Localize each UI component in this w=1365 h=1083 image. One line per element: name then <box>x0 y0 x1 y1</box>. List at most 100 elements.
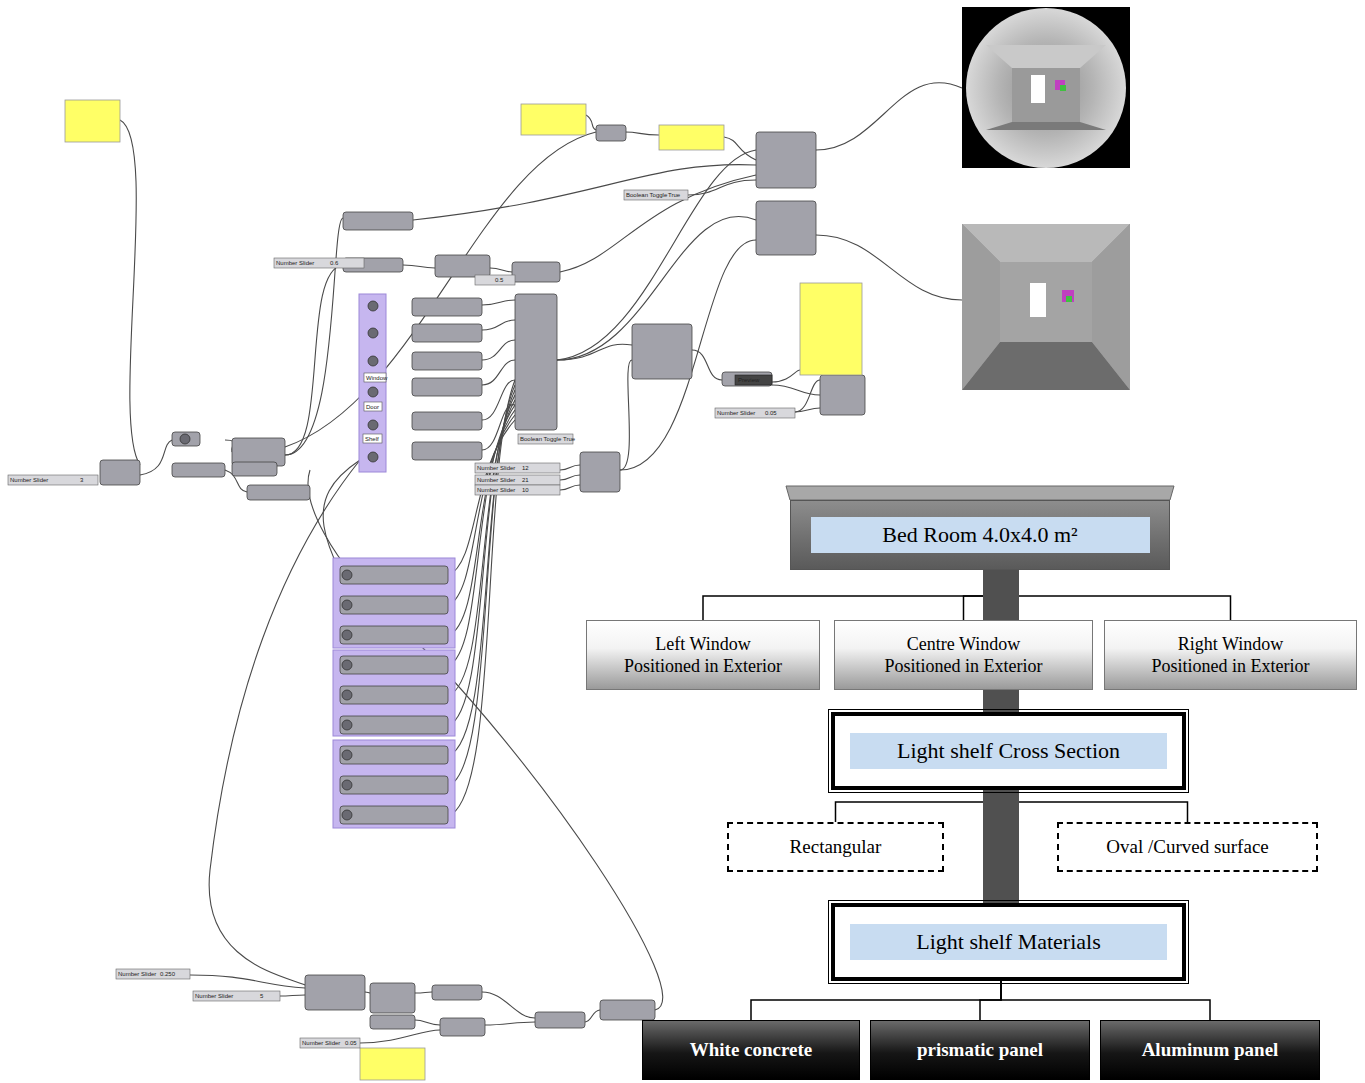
drawn-shape <box>560 485 580 490</box>
component-label: 10 <box>522 487 529 493</box>
bracket-connector <box>980 981 1001 1020</box>
drawn-shape <box>403 265 435 268</box>
drawn-shape <box>340 596 448 614</box>
drawn-shape <box>795 380 820 412</box>
param-tags <box>363 373 386 443</box>
drawn-shape <box>475 485 560 495</box>
drawn-shape <box>340 686 448 704</box>
drawn-shape <box>342 630 352 640</box>
drawn-shape <box>363 434 382 443</box>
bracket-connector <box>1001 570 1231 620</box>
drawn-shape <box>432 985 482 1000</box>
perspective-render <box>962 224 1130 390</box>
title-band: Bed Room 4.0x4.0 m² <box>811 517 1150 553</box>
drawn-shape <box>1066 296 1072 302</box>
drawn-shape <box>475 463 560 473</box>
drawn-shape <box>140 440 172 475</box>
material-box: prismatic panel <box>870 1020 1090 1080</box>
bracket-connector <box>751 981 1001 1020</box>
section-box: Light shelf Cross Section <box>831 712 1186 790</box>
drawn-shape <box>585 1010 600 1022</box>
drawn-shape <box>368 420 378 430</box>
drawn-shape <box>600 1000 655 1020</box>
bracket-connector <box>836 790 1002 822</box>
drawn-shape <box>440 1018 485 1036</box>
component-label: Number Slider <box>717 410 755 416</box>
drawn-shape <box>342 570 352 580</box>
drawn-shape <box>692 350 722 380</box>
drawn-shape <box>962 224 1130 390</box>
sliders <box>8 190 795 1048</box>
drawn-shape <box>415 1020 440 1025</box>
drawn-shape <box>1030 283 1046 317</box>
section-box: Light shelf Materials <box>831 903 1186 981</box>
box-label: Aluminum panel <box>1142 1039 1279 1061</box>
purple-groups <box>333 294 455 828</box>
drawn-shape <box>490 268 512 272</box>
drawn-shape <box>580 452 620 492</box>
drawn-shape <box>412 442 482 460</box>
bracket-connector <box>1001 981 1210 1020</box>
component-label: Number Slider <box>302 1040 340 1046</box>
component-label: Number Slider <box>477 477 515 483</box>
bedroom-lip <box>786 486 1174 500</box>
component-label: Shelf <box>365 436 379 442</box>
drawn-shape <box>232 462 277 476</box>
drawn-shape <box>688 180 756 195</box>
drawn-shape <box>482 300 515 305</box>
drawn-shape <box>342 780 352 790</box>
component-label: Window <box>366 375 387 381</box>
drawn-shape <box>1092 224 1130 390</box>
drawn-shape <box>285 265 343 455</box>
drawn-shape <box>343 212 413 230</box>
drawn-shape <box>521 104 586 135</box>
drawn-shape <box>586 115 596 130</box>
drawn-shape <box>333 650 455 736</box>
title-band: Light shelf Cross Section <box>850 733 1167 769</box>
drawn-shape <box>190 975 305 988</box>
drawn-shape <box>512 262 560 282</box>
drawn-shape <box>368 328 378 338</box>
drawn-shape <box>986 122 1106 130</box>
drawn-shape <box>412 352 482 370</box>
drawn-shape <box>412 298 482 316</box>
drawn-shape <box>482 340 515 360</box>
component-label: 12 <box>522 465 529 471</box>
drawn-shape <box>340 626 448 644</box>
drawn-shape <box>786 486 1174 500</box>
drawn-shape <box>620 240 756 470</box>
drawn-shape <box>274 258 364 268</box>
drawn-shape <box>756 132 816 188</box>
component-label: Number Slider <box>10 477 48 483</box>
drawn-shape <box>412 324 482 342</box>
drawn-shape <box>100 460 140 485</box>
material-box: Aluminum panel <box>1100 1020 1320 1080</box>
drawn-shape <box>247 485 310 500</box>
drawn-shape <box>340 806 448 824</box>
component-label: Door <box>366 404 379 410</box>
drawn-shape <box>300 1038 360 1048</box>
component-label: True <box>668 192 680 198</box>
component-label: Number Slider <box>195 993 233 999</box>
option-box: Rectangular <box>727 822 944 872</box>
drawn-shape <box>368 356 378 366</box>
drawn-shape <box>966 8 1126 168</box>
component-label: 0.5 <box>495 277 503 283</box>
drawn-shape <box>116 969 190 979</box>
drawn-shape <box>342 600 352 610</box>
drawn-shape <box>120 120 140 465</box>
drawn-shape <box>280 995 305 996</box>
component-label: Number Slider <box>477 487 515 493</box>
drawn-shape <box>986 45 1106 68</box>
drawn-shape <box>482 992 535 1018</box>
drawn-shape <box>360 1030 440 1043</box>
drawn-shape <box>715 408 795 418</box>
drawn-shape <box>342 660 352 670</box>
drawn-shape <box>172 463 225 477</box>
fisheye-render <box>962 7 1130 168</box>
drawn-shape <box>485 1022 535 1025</box>
drawn-shape <box>340 716 448 734</box>
drawn-shape <box>962 7 1130 168</box>
drawn-shape <box>596 125 626 141</box>
title-band: Light shelf Materials <box>850 924 1167 960</box>
